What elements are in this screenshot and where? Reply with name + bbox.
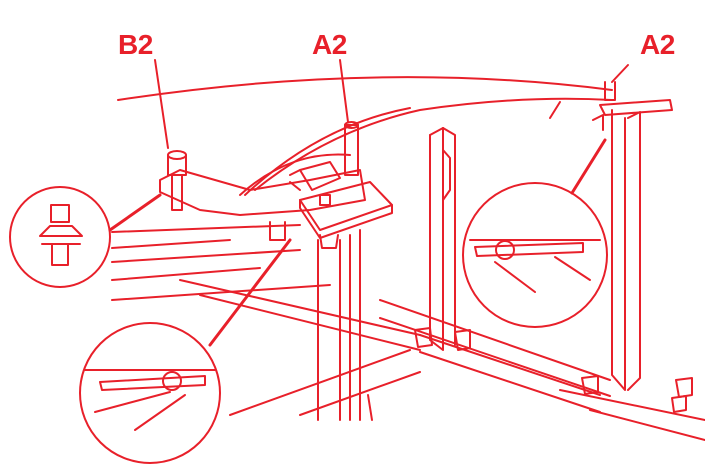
middle-post <box>429 127 456 351</box>
detail-right-callout <box>462 138 608 328</box>
detail-pin-callout <box>9 186 162 288</box>
b2-pin <box>154 59 187 211</box>
label-b2: B2 <box>118 29 153 60</box>
clamp-arm <box>159 121 366 249</box>
label-a2-center: A2 <box>312 29 347 60</box>
a2-center-leader <box>339 59 349 123</box>
center-post <box>317 229 373 421</box>
floor-frame <box>111 224 705 441</box>
base-clamps <box>414 327 693 413</box>
right-post <box>592 64 673 391</box>
curved-rail <box>117 76 613 196</box>
detail-lower-callout <box>79 238 292 464</box>
label-a2-right: A2 <box>640 29 675 60</box>
